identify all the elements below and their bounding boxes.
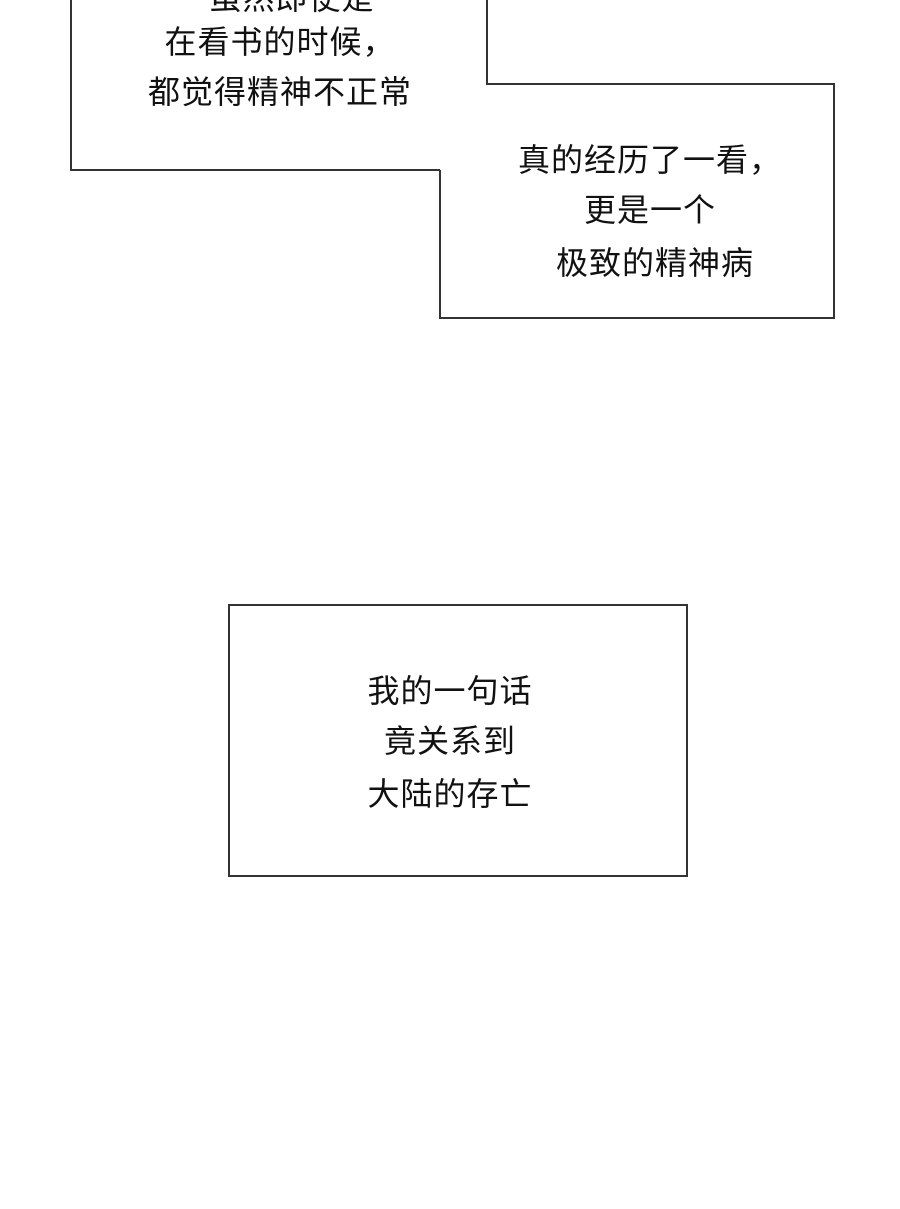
caption-line: 大陆的存亡 xyxy=(367,775,533,813)
caption-line: 虽然即使是 xyxy=(182,0,402,18)
caption-line: 更是一个 xyxy=(583,191,716,229)
caption-box-1-outline xyxy=(70,0,440,171)
caption-line: 极致的精神病 xyxy=(555,244,754,282)
caption-line: 在看书的时候， xyxy=(164,23,396,61)
caption-line: 竟关系到 xyxy=(383,722,516,760)
caption-line: 我的一句话 xyxy=(367,672,533,710)
caption-line: 都觉得精神不正常 xyxy=(147,73,412,111)
caption-box-2-outline xyxy=(439,0,835,319)
caption-box-3-outline xyxy=(228,604,688,877)
caption-line: 真的经历了一看， xyxy=(517,141,782,179)
